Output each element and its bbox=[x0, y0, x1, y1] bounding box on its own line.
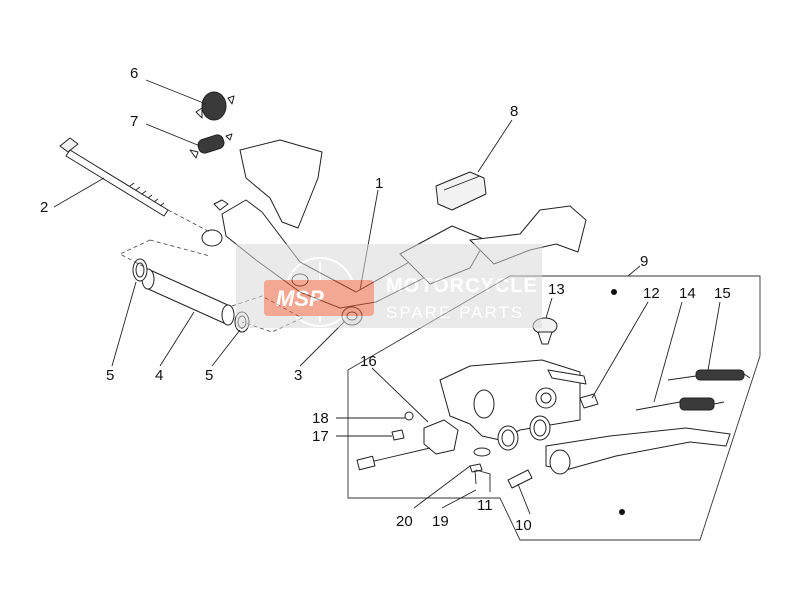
watermark-logo-badge bbox=[264, 280, 374, 316]
part-7-spring bbox=[189, 133, 233, 159]
callout-16: 16 bbox=[360, 353, 377, 370]
callout-3: 3 bbox=[294, 367, 302, 384]
reference-dots bbox=[611, 289, 625, 515]
part-9-frame bbox=[347, 275, 761, 541]
callout-12: 12 bbox=[643, 285, 660, 302]
callout-13: 13 bbox=[548, 281, 565, 298]
watermark-logo-text: MSP bbox=[276, 286, 324, 311]
callout-8: 8 bbox=[510, 103, 518, 120]
watermark-line2: SPARE PARTS bbox=[386, 303, 524, 322]
part-11-orings bbox=[497, 415, 551, 451]
leader-lines bbox=[53, 79, 721, 515]
watermark: MSP MOTORCYCLE SPARE PARTS bbox=[236, 244, 542, 328]
part-13-stopper bbox=[532, 317, 558, 345]
part-20-washer bbox=[473, 447, 491, 457]
callout-9: 9 bbox=[640, 253, 648, 270]
callout-17: 17 bbox=[312, 428, 329, 445]
callout-19: 19 bbox=[432, 513, 449, 530]
callout-20: 20 bbox=[396, 513, 413, 530]
callout-4: 4 bbox=[155, 367, 163, 384]
callout-1: 1 bbox=[375, 175, 383, 192]
callout-15: 15 bbox=[714, 285, 731, 302]
part-14-spring bbox=[635, 397, 725, 411]
part-6-spring bbox=[195, 91, 235, 121]
part-10-pin bbox=[507, 469, 533, 489]
part-15-spring bbox=[667, 369, 751, 381]
part-4-pin bbox=[141, 268, 235, 326]
callout-6: 6 bbox=[130, 65, 138, 82]
part-8-rubber-pad bbox=[435, 171, 487, 211]
part-5-washer-left bbox=[132, 258, 148, 282]
callout-10: 10 bbox=[515, 517, 532, 534]
part-18-nut bbox=[404, 411, 414, 421]
callout-14: 14 bbox=[679, 285, 696, 302]
callout-11: 11 bbox=[477, 497, 493, 514]
callout-numbers: 1 2 3 4 5 5 6 7 8 9 10 11 12 13 14 15 16… bbox=[40, 65, 731, 534]
part-19-screw bbox=[469, 463, 483, 485]
callout-7: 7 bbox=[130, 113, 138, 130]
part-16-switch bbox=[356, 419, 459, 471]
callout-5-right: 5 bbox=[205, 367, 213, 384]
callout-5-left: 5 bbox=[106, 367, 114, 384]
watermark-line1: MOTORCYCLE bbox=[386, 275, 538, 297]
side-stand-leg bbox=[545, 427, 731, 475]
part-2-bolt bbox=[59, 137, 169, 217]
callout-2: 2 bbox=[40, 199, 48, 216]
part-12-bolt bbox=[579, 393, 599, 409]
part-17-screw bbox=[391, 429, 405, 441]
callout-18: 18 bbox=[312, 410, 329, 427]
